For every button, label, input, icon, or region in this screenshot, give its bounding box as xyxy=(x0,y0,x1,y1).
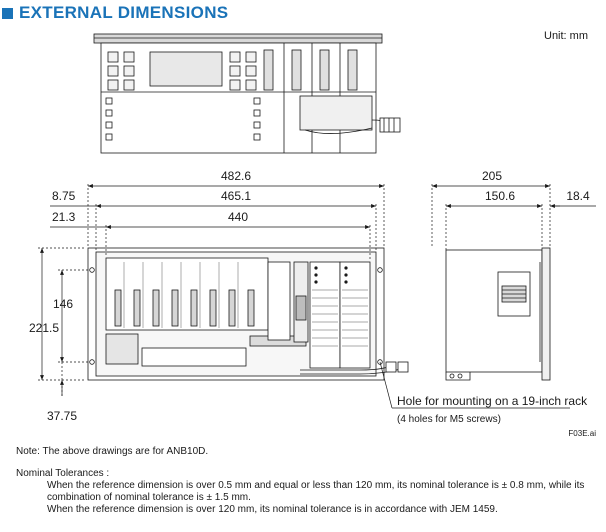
dim-depth-total: 205 xyxy=(482,169,502,183)
dimension-drawing: 482.6 465.1 440 8.75 21.3 146 221.5 37.7… xyxy=(29,33,596,438)
dim-left-offset: 21.3 xyxy=(52,210,76,224)
dim-left-flange: 8.75 xyxy=(52,189,76,203)
dim-front-protrusion: 18.4 xyxy=(566,189,590,203)
callout-line-1: Hole for mounting on a 19-inch rack xyxy=(397,394,588,408)
side-view xyxy=(445,247,551,381)
tolerance-line-2: combination of nominal tolerance is ± 1.… xyxy=(47,492,251,503)
tolerance-line-3: When the reference dimension is over 120… xyxy=(47,504,498,515)
dim-overall-width: 482.6 xyxy=(221,169,251,183)
dim-bottom-offset: 37.75 xyxy=(47,409,77,423)
notes-block: Note: The above drawings are for ANB10D.… xyxy=(16,446,601,516)
dim-total-height: 221.5 xyxy=(29,321,59,335)
dim-body-width: 440 xyxy=(228,210,248,224)
front-view xyxy=(87,247,409,381)
tolerance-title: Nominal Tolerances : xyxy=(16,468,110,479)
dim-depth-body: 150.6 xyxy=(485,189,515,203)
model-note: Note: The above drawings are for ANB10D. xyxy=(16,446,209,457)
tolerance-line-1: When the reference dimension is over 0.5… xyxy=(47,480,585,491)
title-text: EXTERNAL DIMENSIONS xyxy=(19,3,229,22)
section-title: EXTERNAL DIMENSIONS xyxy=(0,2,228,24)
figure-id: F03E.ai xyxy=(568,429,596,438)
dim-mount-pitch: 465.1 xyxy=(221,189,251,203)
title-bullet-icon xyxy=(2,7,13,19)
callout-line-2: (4 holes for M5 screws) xyxy=(397,414,501,425)
dimension-lines xyxy=(38,184,596,409)
top-view xyxy=(93,33,401,154)
dim-hole-pitch: 146 xyxy=(53,297,73,311)
unit-label: Unit: mm xyxy=(544,30,588,42)
